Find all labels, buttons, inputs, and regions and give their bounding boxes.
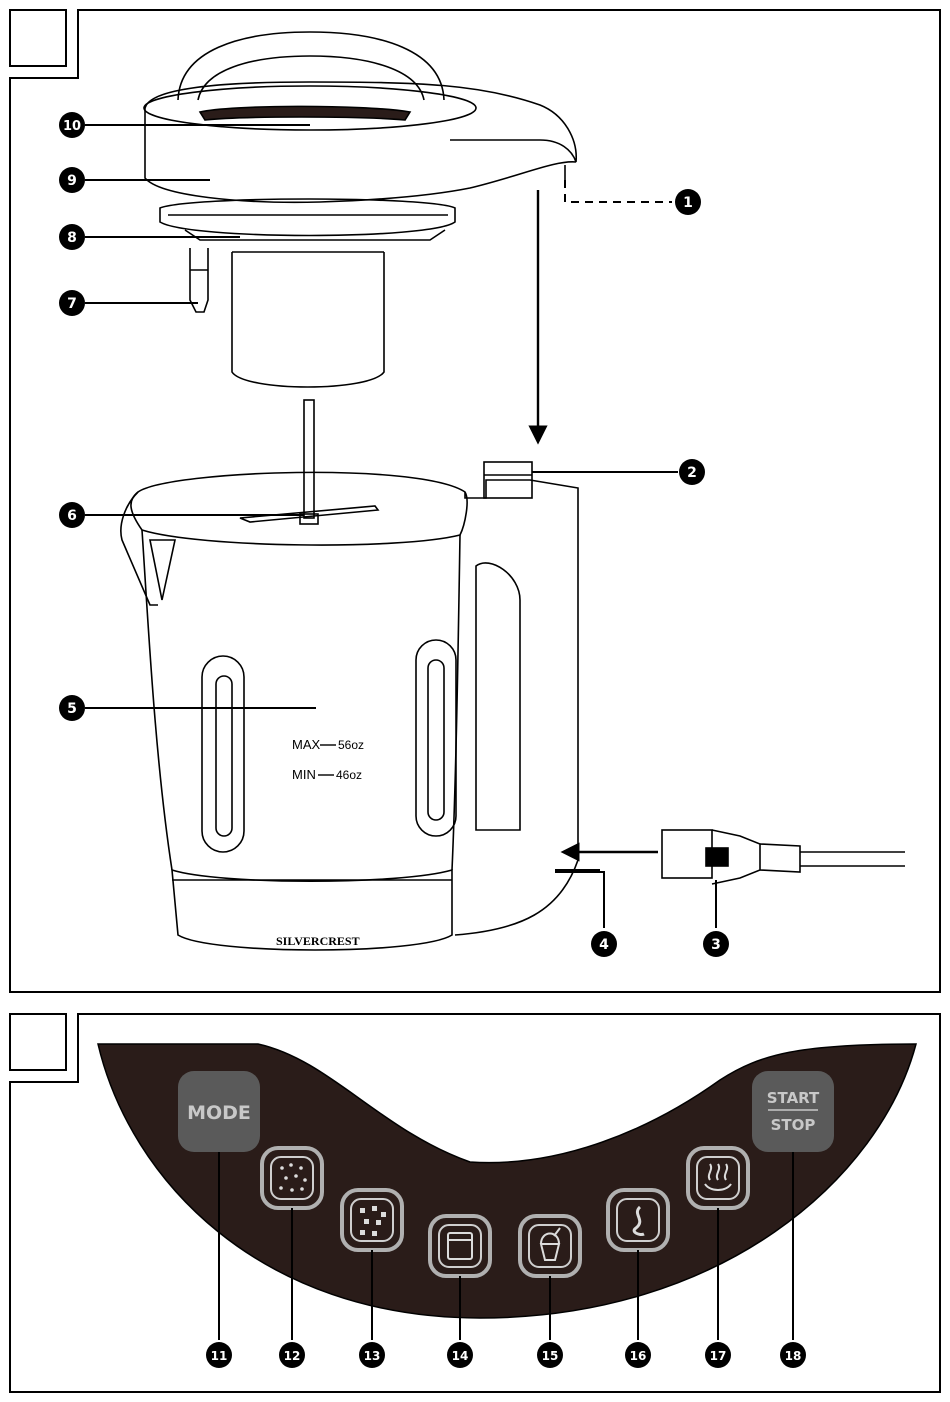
motor-body bbox=[145, 108, 576, 202]
callouts-b: 11 12 13 14 15 16 17 18 bbox=[206, 1342, 806, 1368]
max-marking-value: 56oz bbox=[338, 738, 364, 752]
callout-15: 15 bbox=[537, 1342, 563, 1368]
svg-text:8: 8 bbox=[67, 230, 77, 246]
svg-text:13: 13 bbox=[364, 1349, 381, 1363]
callout-8: 8 bbox=[59, 224, 85, 250]
jug-markings: MAX 56oz MIN 46oz SILVERCREST bbox=[276, 737, 364, 948]
svg-text:15: 15 bbox=[542, 1349, 559, 1363]
svg-text:3: 3 bbox=[711, 937, 721, 953]
callout-16: 16 bbox=[625, 1342, 651, 1368]
svg-text:14: 14 bbox=[452, 1349, 469, 1363]
max-marking-label: MAX bbox=[292, 737, 321, 752]
svg-text:9: 9 bbox=[67, 173, 77, 189]
callout-10: 10 bbox=[59, 112, 85, 138]
callout-11: 11 bbox=[206, 1342, 232, 1368]
svg-text:18: 18 bbox=[785, 1349, 802, 1363]
callout-3: 3 bbox=[703, 931, 729, 957]
power-plug bbox=[662, 830, 905, 884]
svg-text:2: 2 bbox=[687, 465, 697, 481]
soup-maker-drawing bbox=[121, 32, 600, 950]
jug-handle bbox=[455, 480, 578, 935]
svg-text:4: 4 bbox=[599, 937, 609, 953]
lid-top bbox=[145, 82, 576, 162]
leader-lines bbox=[85, 125, 716, 928]
svg-text:10: 10 bbox=[63, 119, 81, 134]
jug-rim bbox=[131, 472, 467, 545]
callout-18: 18 bbox=[780, 1342, 806, 1368]
svg-text:11: 11 bbox=[211, 1349, 228, 1363]
jug-window-right bbox=[416, 640, 456, 836]
lid-ring bbox=[160, 199, 455, 236]
min-marking-label: MIN bbox=[292, 767, 316, 782]
mode-button-label: MODE bbox=[187, 1102, 251, 1124]
assembly-arrows bbox=[538, 190, 658, 852]
callout-12: 12 bbox=[279, 1342, 305, 1368]
svg-text:5: 5 bbox=[67, 701, 77, 717]
start-stop-button[interactable]: START STOP bbox=[752, 1071, 834, 1152]
callout-13: 13 bbox=[359, 1342, 385, 1368]
svg-text:7: 7 bbox=[67, 296, 77, 312]
callout-2: 2 bbox=[679, 459, 705, 485]
callout-14: 14 bbox=[447, 1342, 473, 1368]
mode-button[interactable]: MODE bbox=[178, 1071, 260, 1152]
svg-text:12: 12 bbox=[284, 1349, 301, 1363]
callout-1: 1 bbox=[675, 189, 701, 215]
blade-housing bbox=[232, 252, 384, 387]
svg-text:6: 6 bbox=[67, 508, 77, 524]
callout-4: 4 bbox=[591, 931, 617, 957]
callout-6: 6 bbox=[59, 502, 85, 528]
figure-a-frame bbox=[10, 10, 940, 992]
callout-9: 9 bbox=[59, 167, 85, 193]
min-marking-value: 46oz bbox=[336, 768, 362, 782]
stop-label: STOP bbox=[771, 1116, 816, 1134]
callout-5: 5 bbox=[59, 695, 85, 721]
svg-text:17: 17 bbox=[710, 1349, 727, 1363]
svg-text:16: 16 bbox=[630, 1349, 647, 1363]
svg-text:1: 1 bbox=[683, 195, 693, 211]
brand-logo: SILVERCREST bbox=[276, 934, 360, 948]
callout-17: 17 bbox=[705, 1342, 731, 1368]
jug-window-left bbox=[202, 656, 244, 852]
start-label: START bbox=[767, 1089, 820, 1107]
callout-7: 7 bbox=[59, 290, 85, 316]
